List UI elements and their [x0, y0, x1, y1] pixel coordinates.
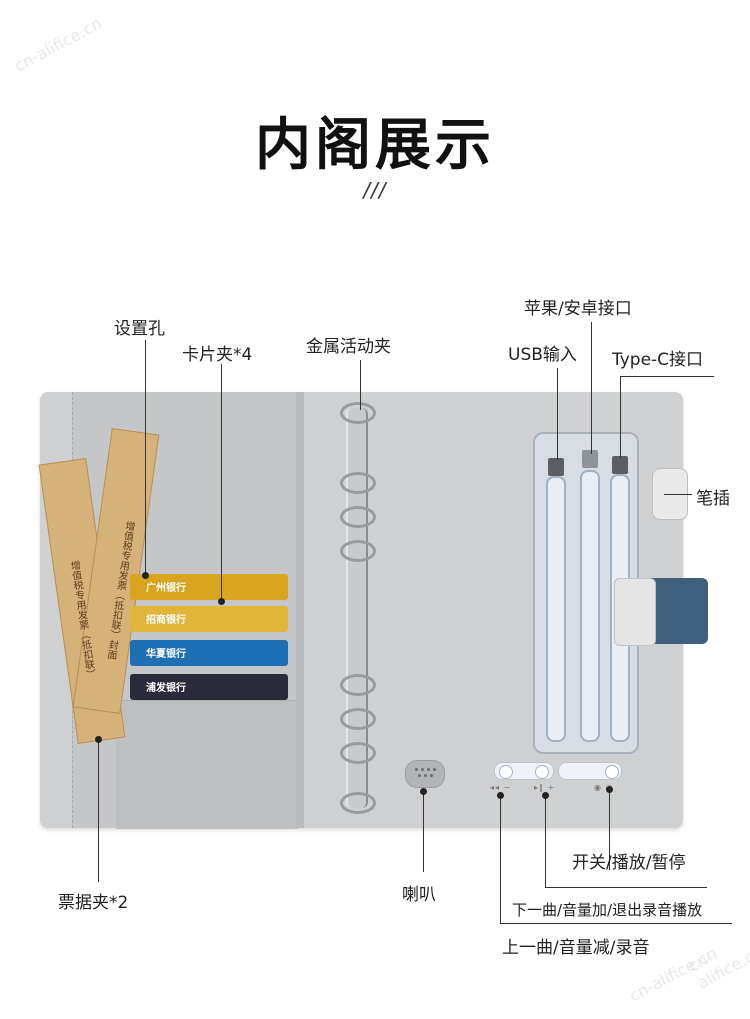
label-metal-clip: 金属活动夹 — [306, 337, 391, 357]
card-guangzhou-bank: 广州银行 — [130, 574, 288, 600]
prev-knob — [499, 765, 513, 779]
card-label: 浦发银行 — [146, 683, 186, 694]
binder-ring-5 — [340, 674, 376, 696]
binder-ring-2 — [340, 472, 376, 494]
leader-card-slot — [221, 364, 222, 600]
title-decoration: /// — [363, 178, 387, 202]
speaker-hole — [433, 768, 436, 771]
card-huaxia-bank: 华夏银行 — [130, 640, 288, 666]
binder-ring-8 — [340, 792, 376, 814]
binder-ring-7 — [340, 742, 376, 764]
leader-metal-clip — [360, 360, 361, 410]
watermark-top-left: cn-alifice.cn — [11, 13, 105, 76]
leader-power-v — [609, 790, 610, 870]
leader-pen — [664, 494, 692, 495]
leader-usb — [557, 368, 558, 460]
prev-button[interactable] — [494, 762, 554, 780]
card-label: 华夏银行 — [146, 649, 186, 660]
leader-ticket — [98, 740, 99, 882]
label-card-slot: 卡片夹*4 — [182, 345, 253, 365]
pointer-power — [606, 786, 613, 793]
strap-tab — [614, 578, 656, 646]
pointer-next — [542, 792, 549, 799]
next-knob — [535, 765, 549, 779]
next-marks: ▸‖ + — [534, 783, 556, 792]
speaker-hole — [421, 768, 424, 771]
pointer-ticket — [95, 736, 102, 743]
binder-ring-3 — [340, 506, 376, 528]
speaker-hole — [415, 768, 418, 771]
speaker-hole — [430, 774, 433, 777]
card-label: 广州银行 — [146, 583, 186, 594]
speaker-hole — [424, 774, 427, 777]
leader-type-c-v — [620, 376, 621, 458]
speaker-hole — [427, 768, 430, 771]
leader-type-c-h — [620, 376, 714, 377]
leader-speaker — [423, 792, 424, 872]
leader-apple-android — [591, 322, 592, 454]
label-usb-input: USB输入 — [508, 345, 577, 365]
card-cmb: 招商银行 — [130, 606, 288, 632]
pointer-prev — [497, 792, 504, 799]
label-apple-android: 苹果/安卓接口 — [524, 299, 632, 319]
label-next-volume: 下一曲/音量加/退出录音播放 — [512, 901, 703, 919]
leader-prev-v — [500, 795, 501, 923]
label-ticket-clip: 票据夹*2 — [58, 893, 129, 913]
label-setting-hole: 设置孔 — [114, 319, 165, 339]
card-label: 招商银行 — [146, 615, 186, 626]
watermark-right: cn-alifice.cn — [685, 942, 750, 993]
page-title: 内阁展示 — [255, 113, 495, 178]
power-marks: ◉ ○ — [594, 783, 614, 792]
type-c-plug — [612, 456, 628, 474]
lightning-plug — [582, 450, 598, 468]
prev-marks: ◂◂ − — [490, 783, 512, 792]
pointer-speaker — [420, 788, 427, 795]
usb-cable — [546, 476, 566, 742]
lower-pocket — [116, 700, 298, 829]
card-spd-bank: 浦发银行 — [130, 674, 288, 700]
label-power-play: 开关/播放/暂停 — [572, 853, 686, 873]
power-slider[interactable] — [558, 762, 622, 780]
label-pen-holder: 笔插 — [696, 489, 730, 509]
speaker-hole — [418, 774, 421, 777]
usb-plug — [548, 458, 564, 476]
pointer-setting-hole — [142, 572, 149, 579]
label-speaker: 喇叭 — [402, 885, 436, 905]
label-prev-volume: 上一曲/音量减/录音 — [502, 938, 650, 958]
pointer-card-slot — [218, 598, 225, 605]
leader-next-h — [545, 887, 707, 888]
leader-next-v — [545, 795, 546, 887]
power-knob — [605, 765, 619, 779]
label-type-c: Type-C接口 — [612, 350, 704, 370]
binder-ring-4 — [340, 540, 376, 562]
leader-setting-hole — [145, 340, 146, 576]
lightning-cable — [580, 470, 600, 742]
binder-ring-1 — [340, 402, 376, 424]
leader-prev-h — [500, 923, 732, 924]
spine — [296, 392, 304, 828]
binder-ring-6 — [340, 708, 376, 730]
speaker-grille — [405, 760, 445, 788]
